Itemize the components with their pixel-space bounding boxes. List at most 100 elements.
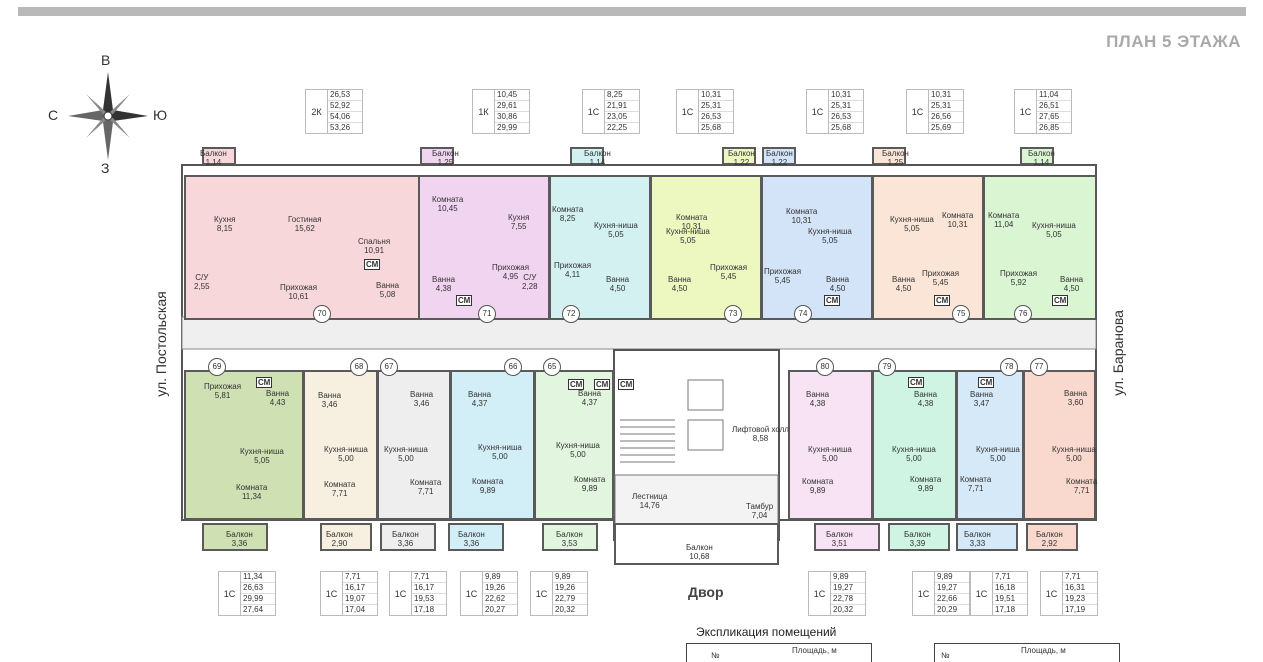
room-name: С/У <box>195 273 209 282</box>
room-area: 5,00 <box>570 450 586 459</box>
room-area: 4,37 <box>581 398 598 407</box>
compass-north: В <box>101 52 111 68</box>
room-area: 2,90 <box>331 539 348 548</box>
room-area: 4,38 <box>917 399 934 408</box>
room-name: Ванна <box>432 275 456 284</box>
room-name: Кухня-ниша <box>324 445 368 454</box>
room-name: Балкон <box>432 149 459 158</box>
unit-number-badge: 72 <box>562 305 580 323</box>
compass-south: З <box>101 160 110 176</box>
apartment-area-value: 53,26 <box>330 123 351 132</box>
compass-icon <box>68 72 148 160</box>
balcony <box>202 147 236 165</box>
apartment-area-value: 29,99 <box>241 594 275 605</box>
room-area: 5,05 <box>822 236 838 245</box>
apartment-area-value: 9,89 <box>831 572 865 583</box>
room-area: 5,00 <box>398 454 414 463</box>
apartment-area-value: 25,69 <box>931 123 952 132</box>
room-area: 4,50 <box>1063 284 1080 293</box>
room-area: 5,00 <box>822 454 838 463</box>
room-name: Балкон <box>728 149 755 158</box>
room-area: 5,00 <box>338 454 354 463</box>
balcony <box>888 523 950 551</box>
apartment-74 <box>761 175 873 320</box>
apartment-area-value: 52,92 <box>328 101 362 112</box>
apartment-66 <box>450 370 535 520</box>
room-area: 10,31 <box>947 220 968 229</box>
apartment-area-value: 22,25 <box>607 123 628 132</box>
room-name: Кухня-ниша <box>594 221 638 230</box>
explication-table-left: № Площадь, м <box>686 643 872 662</box>
room-area: 1,22 <box>771 158 788 167</box>
balcony <box>1020 147 1054 165</box>
room-area: 5,05 <box>904 224 920 233</box>
apartment-79 <box>872 370 957 520</box>
apartment-75 <box>872 175 984 320</box>
washer-marker: СМ <box>456 295 473 306</box>
room-area: 5,45 <box>774 276 791 285</box>
apartment-area-value: 26,53 <box>829 112 863 123</box>
room-area: 10,91 <box>364 246 385 255</box>
room-name: Балкон <box>584 149 611 158</box>
room-name: Кухня-ниша <box>556 441 600 450</box>
apartment-area-value: 20,29 <box>937 605 958 614</box>
apartment-area-value: 21,91 <box>605 101 639 112</box>
room-area: 3,51 <box>831 539 848 548</box>
room-name: Кухня-ниша <box>384 445 428 454</box>
room-name: Ванна <box>970 390 994 399</box>
compass-east: Ю <box>153 107 168 123</box>
room-name: Прихожая <box>764 267 802 276</box>
room-area: 5,00 <box>1066 454 1082 463</box>
room-area: 4,38 <box>809 399 826 408</box>
washer-marker: СМ <box>618 379 635 390</box>
room-name: Комната <box>910 475 942 484</box>
room-name: Тамбур <box>746 502 774 511</box>
room-name: Кухня-ниша <box>808 227 852 236</box>
room-name: Кухня-ниша <box>976 445 1020 454</box>
room-name: Комната <box>988 211 1020 220</box>
room-area: 5,08 <box>379 290 396 299</box>
apartment-area-value: 27,65 <box>1037 112 1071 123</box>
apartment-area-value: 17,18 <box>414 605 435 614</box>
room-name: Ванна <box>318 391 342 400</box>
room-area: 8,25 <box>559 214 576 223</box>
room-area: 11,34 <box>241 492 262 501</box>
room-name: Комната <box>802 477 834 486</box>
room-area: 5,00 <box>990 454 1006 463</box>
room-area: 5,81 <box>214 391 231 400</box>
room-name: Ванна <box>806 390 830 399</box>
room-area: 3,39 <box>909 539 926 548</box>
room-name: Ванна <box>1060 275 1084 284</box>
room-area: 5,05 <box>608 230 624 239</box>
room-area: 3,36 <box>231 539 248 548</box>
balcony <box>814 523 880 551</box>
room-area: 4,37 <box>471 399 488 408</box>
apartment-type: 1С <box>809 572 831 615</box>
room-area: 7,71 <box>1073 486 1090 495</box>
apartment-area-value: 25,31 <box>929 101 963 112</box>
